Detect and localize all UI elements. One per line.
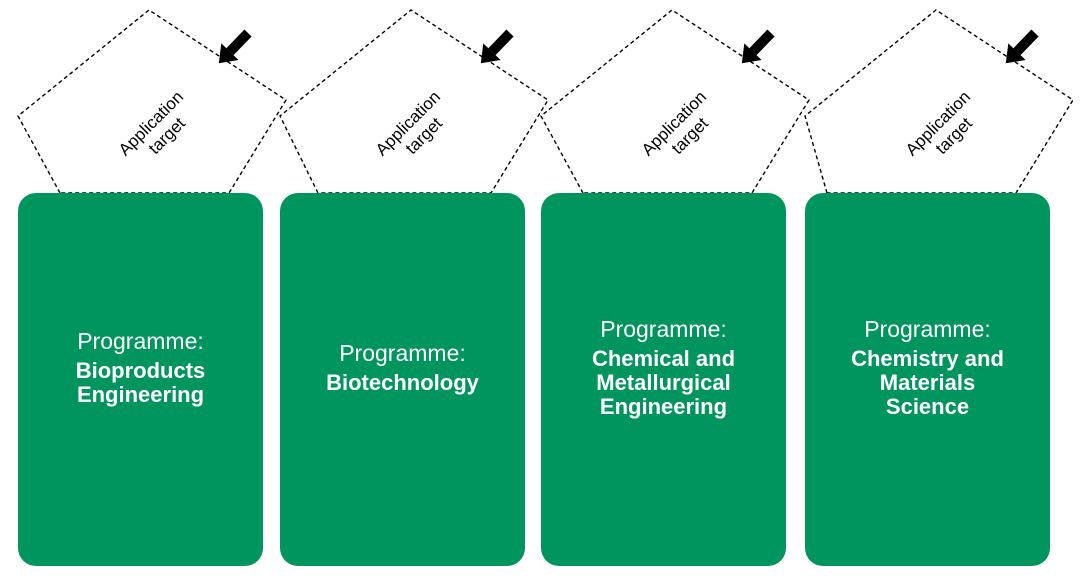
programme-box-chemical-and-metallurgical-engineering: Programme: Chemical and Metallurgical En… xyxy=(541,193,786,566)
programme-prefix-label: Programme: xyxy=(77,327,204,354)
application-target-card-3: Application target xyxy=(540,9,810,194)
dashed-target-outline xyxy=(17,9,287,194)
programme-column-4: Application target Programme: Chemistry … xyxy=(804,0,1074,579)
programme-prefix-label: Programme: xyxy=(339,339,466,366)
programme-box-biotechnology: Programme: Biotechnology xyxy=(280,193,525,566)
programme-column-1: Application target Programme: Bioproduct… xyxy=(17,0,287,579)
application-target-card-1: Application target xyxy=(17,9,287,194)
dashed-target-outline xyxy=(540,9,810,194)
programme-prefix-label: Programme: xyxy=(600,315,727,342)
programme-prefix-label: Programme: xyxy=(864,315,991,342)
programme-name: Chemical and Metallurgical Engineering xyxy=(591,345,736,419)
programme-name: Chemistry and Materials Science xyxy=(851,345,1004,419)
application-target-card-2: Application target xyxy=(279,9,549,194)
programme-box-bioproducts-engineering: Programme: Bioproducts Engineering xyxy=(18,193,263,566)
application-target-card-4: Application target xyxy=(804,9,1074,194)
programme-box-chemistry-and-materials-science: Programme: Chemistry and Materials Scien… xyxy=(805,193,1050,566)
down-arrow-icon xyxy=(1005,29,1039,64)
programme-name: Bioproducts Engineering xyxy=(75,357,206,407)
down-arrow-icon xyxy=(741,29,775,64)
programme-column-3: Application target Programme: Chemical a… xyxy=(540,0,810,579)
programme-name: Biotechnology xyxy=(326,369,479,395)
down-arrow-icon xyxy=(218,29,252,64)
down-arrow-icon xyxy=(480,29,514,64)
programme-column-2: Application target Programme: Biotechnol… xyxy=(279,0,549,579)
